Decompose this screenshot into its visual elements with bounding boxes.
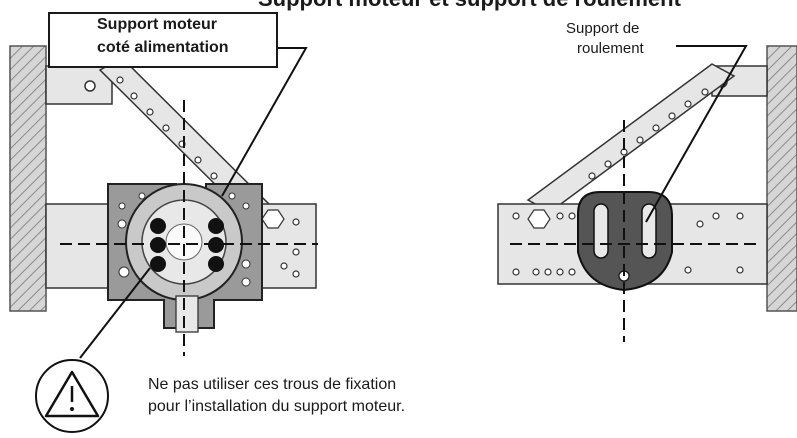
warning-leader-line (79, 267, 151, 359)
warning-text-line1: Ne pas utiliser ces trous de fixation (148, 376, 397, 393)
right-diagonal-strap (526, 63, 736, 213)
warning-text-line2: pour l’installation du support moteur. (148, 398, 406, 415)
warning-triangle-icon (35, 359, 109, 433)
left-wall (9, 45, 47, 312)
page-title: Support moteur et support de roulement (258, 0, 681, 12)
motor-support-label-line1: Support moteur (97, 16, 217, 33)
left-wall-bracket (45, 65, 113, 105)
motor-support-label-line2: coté alimentation (97, 39, 229, 56)
bearing-support-label-line2: roulement (577, 40, 644, 57)
right-wall (766, 45, 797, 312)
bearing-support-label-line1: Support de (566, 20, 640, 37)
bearing-leader-line (645, 45, 748, 223)
motor-leader-line (221, 47, 308, 197)
motor-support-label-box (48, 12, 278, 68)
